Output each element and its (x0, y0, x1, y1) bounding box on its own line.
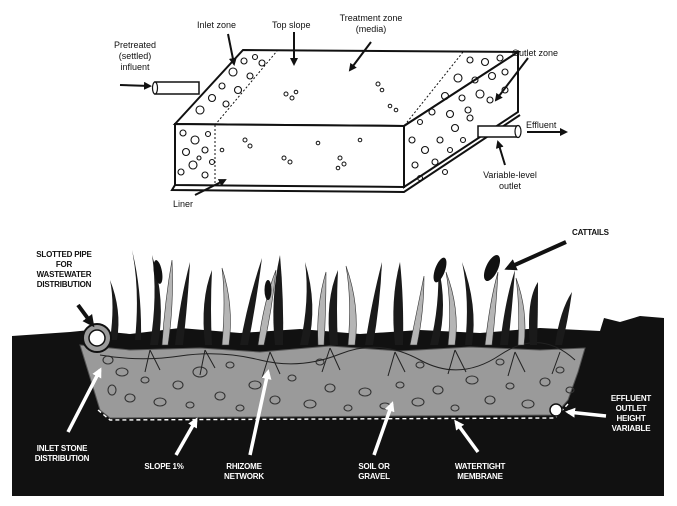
inlet-stone-arrow (66, 367, 102, 433)
inlet-stone-label: INLET STONE DISTRIBUTION (34, 444, 90, 463)
rhizome-arrow (248, 369, 272, 456)
outlet-stones (408, 54, 509, 182)
influent-arrow (119, 81, 152, 90)
variable-outlet-arrow (495, 140, 506, 166)
effluent-outlet-arrow (565, 407, 607, 418)
rhizome-roots (99, 342, 576, 379)
slotted-pipe (82, 323, 112, 353)
variable-outlet-label: Variable-level outlet (483, 170, 537, 191)
top-slope-label: Top slope (272, 20, 311, 30)
watertight-membrane-label: WATERTIGHT MEMBRANE (454, 462, 506, 481)
liner-arrow (194, 179, 227, 196)
slope-arrow (174, 417, 198, 456)
cattails-arrow (504, 240, 567, 271)
inlet-zone-arrow (227, 33, 237, 66)
effluent-outlet-label: EFFLUENT OUTLET HEIGHT VARIABLE (610, 394, 652, 433)
gravel-bed (79, 344, 586, 419)
cattail-plants (110, 250, 572, 346)
slotted-pipe-arrow (76, 303, 95, 328)
treatment-zone-label: Treatment zone (media) (339, 13, 403, 34)
effluent-label: Effluent (526, 120, 557, 130)
media-specks (219, 81, 399, 171)
outlet-zone-label: Outlet zone (512, 48, 559, 58)
outlet-pipe (549, 403, 563, 417)
influent-pipe (151, 81, 200, 95)
inlet-zone-label: Inlet zone (197, 20, 237, 30)
inlet-stones (177, 53, 266, 179)
outlet-zone-arrow (494, 57, 529, 102)
slope-label: SLOPE 1% (144, 462, 184, 471)
cattails-label: CATTAILS (572, 228, 609, 237)
rhizome-network-label: RHIZOME NETWORK (224, 462, 264, 481)
soil-arrow (372, 401, 395, 456)
slotted-pipe-label: SLOTTED PIPE FOR WASTEWATER DISTRIBUTION (36, 250, 92, 289)
treatment-zone-arrow (348, 41, 372, 72)
effluent-pipe (477, 124, 522, 139)
right-face (403, 50, 519, 189)
membrane-arrow (454, 419, 480, 454)
soil-gravel-label: SOIL OR GRAVEL (358, 462, 390, 481)
liner-label: Liner (173, 199, 194, 209)
pretreated-influent-label: Pretreated (settled) influent (113, 40, 157, 72)
